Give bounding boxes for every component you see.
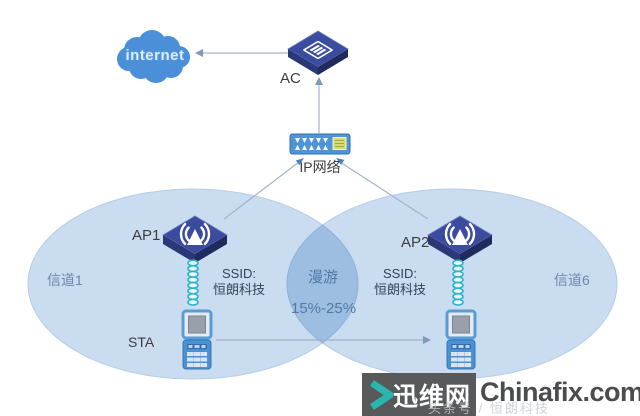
line-ap1-to-switch xyxy=(223,161,300,220)
connection-lines xyxy=(203,52,429,341)
channel6-label: 信道6 xyxy=(554,272,590,288)
channel1-label: 信道1 xyxy=(47,272,83,288)
ssid-block-ap2: SSID: 恒朗科技 xyxy=(372,266,428,298)
ssid-value: 恒朗科技 xyxy=(373,282,426,297)
sta-label: STA xyxy=(128,334,155,350)
ssid-label: SSID: xyxy=(222,266,256,281)
ssid-label: SSID: xyxy=(383,266,417,281)
watermark-badge: 迅维网 xyxy=(362,373,476,416)
ac-label: AC xyxy=(280,70,301,87)
ap1-antenna-coil-icon xyxy=(187,259,199,306)
ap2-label: AP2 xyxy=(401,234,430,251)
internet-label: internet xyxy=(125,47,185,64)
arrow-to-ac-icon xyxy=(315,77,323,85)
ip-network-switch-icon xyxy=(289,133,351,155)
ap2-antenna-coil-icon xyxy=(452,259,464,306)
ip-network-label: IP网络 xyxy=(299,159,341,175)
arrowheads xyxy=(195,49,431,344)
watermark-site-cn: 迅维网 xyxy=(393,382,472,411)
sta-phone-left-icon xyxy=(181,309,213,371)
arrow-roaming-icon xyxy=(423,336,431,344)
ac-device-icon xyxy=(287,30,349,75)
overlap-percent-label: 15%-25% xyxy=(291,300,357,317)
switch-port-module-icon xyxy=(332,137,347,150)
sta-phone-right-icon xyxy=(445,309,477,371)
arrow-to-switch-right-icon xyxy=(336,158,345,165)
watermark-ghost-text: 头条号 / 恒朗科技 xyxy=(428,401,550,416)
arrow-to-internet-icon xyxy=(195,49,203,57)
roaming-label: 漫游 xyxy=(307,269,338,286)
internet-cloud-icon xyxy=(117,30,190,83)
line-ap2-to-switch xyxy=(339,161,429,220)
chevron-right-icon xyxy=(370,379,393,410)
arrow-to-switch-left-icon xyxy=(295,158,304,166)
ssid-block-ap1: SSID: 恒朗科技 xyxy=(211,266,267,298)
ssid-value: 恒朗科技 xyxy=(212,282,265,297)
ap1-label: AP1 xyxy=(132,227,161,244)
watermark-site-en: Chinafix.com xyxy=(480,377,640,407)
